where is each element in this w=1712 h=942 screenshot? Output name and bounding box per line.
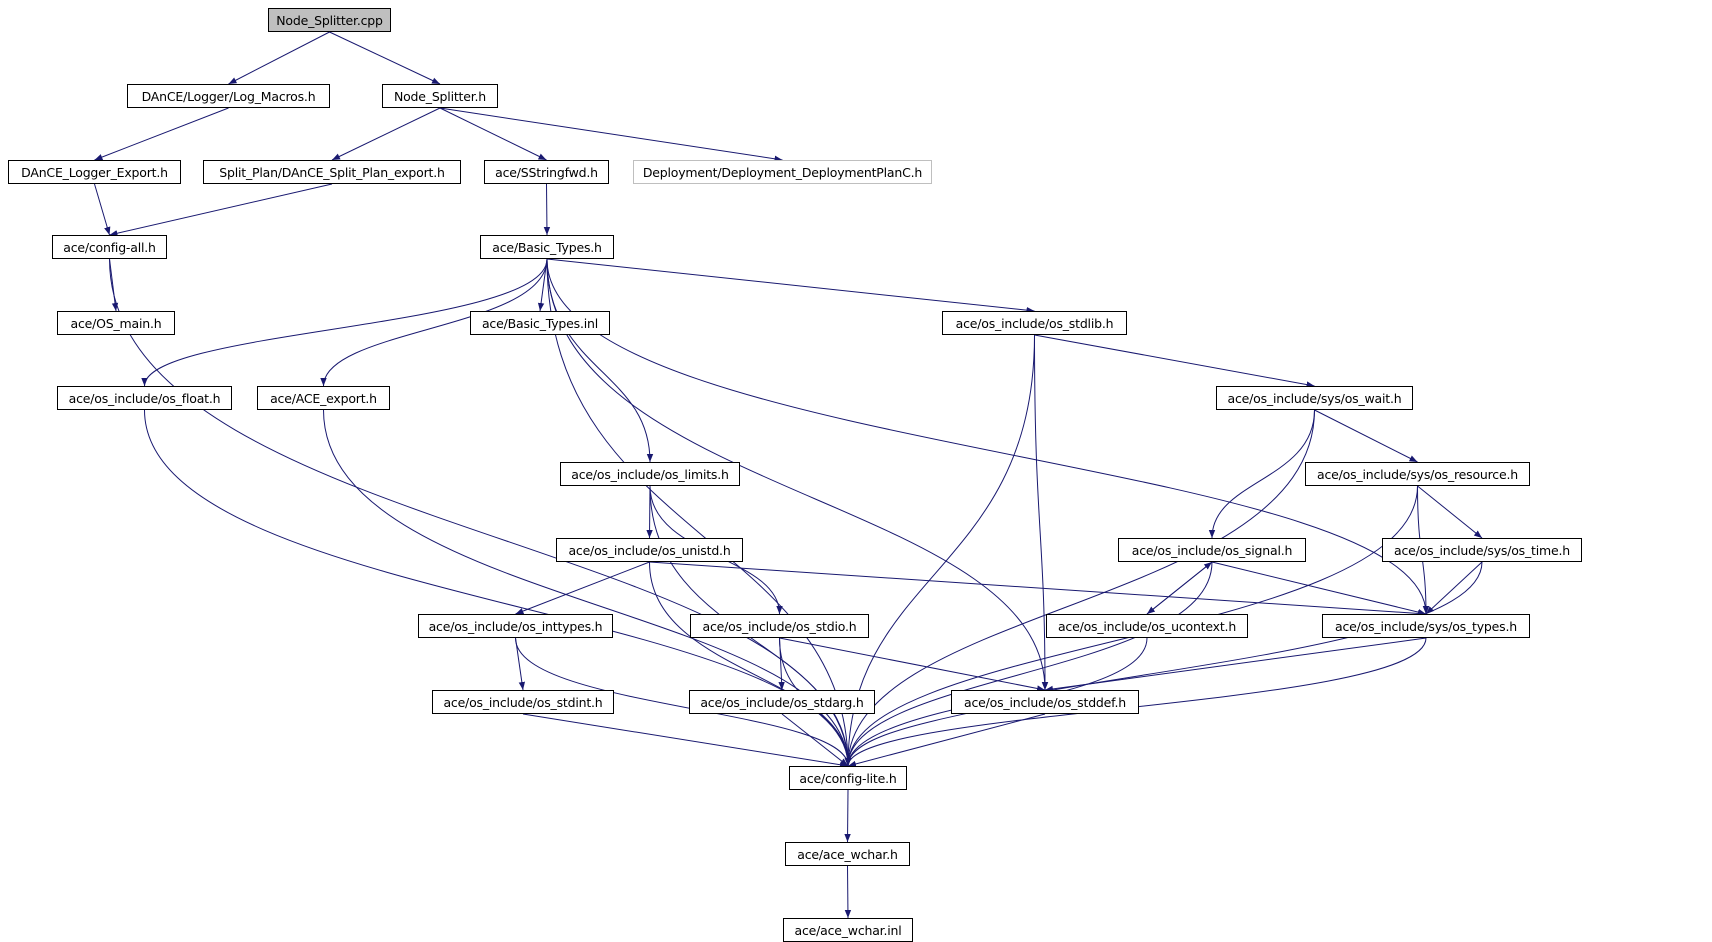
edge-basic_types_h-to-ace_export xyxy=(320,258,548,387)
edge-node_splitter_h-to-sstringfwd xyxy=(439,107,547,161)
edge-logger_export-to-config_all xyxy=(94,183,111,236)
edge-os_signal-to-os_types xyxy=(1211,561,1427,616)
node-os-inttypes-h[interactable]: ace/os_include/os_inttypes.h xyxy=(418,614,613,638)
node-os-wait-h[interactable]: ace/os_include/sys/os_wait.h xyxy=(1216,386,1413,410)
edge-os_stdlib-to-os_wait xyxy=(1034,334,1315,388)
edge-split_plan_export-to-config_all xyxy=(109,183,333,237)
node-os-stdarg-h[interactable]: ace/os_include/os_stdarg.h xyxy=(689,690,875,714)
edge-basic_types_h-to-os_stdlib xyxy=(546,258,1035,314)
edge-os_time-to-config_lite xyxy=(844,561,1483,767)
node-os-limits-h[interactable]: ace/os_include/os_limits.h xyxy=(560,462,740,486)
edge-node_splitter_h-to-split_plan_export xyxy=(331,107,441,161)
edge-os_unistd-to-os_types xyxy=(649,561,1427,617)
node-os-types-h[interactable]: ace/os_include/sys/os_types.h xyxy=(1322,614,1530,638)
edge-os_wait-to-os_resource xyxy=(1314,409,1418,463)
edge-config_lite-to-ace_wchar_h xyxy=(844,789,851,843)
edge-os_inttypes-to-os_stdint xyxy=(515,637,526,691)
node-deployment-plan-h[interactable]: Deployment/Deployment_DeploymentPlanC.h xyxy=(633,160,932,184)
node-os-stdint-h[interactable]: ace/os_include/os_stdint.h xyxy=(432,690,614,714)
edge-basic_types_h-to-config_lite xyxy=(546,258,852,767)
node-config-all-h[interactable]: ace/config-all.h xyxy=(52,235,167,259)
edge-ace_wchar_h-to-ace_wchar_inl xyxy=(844,865,852,919)
node-ace-export-h[interactable]: ace/ACE_export.h xyxy=(257,386,390,410)
edge-node_splitter_cpp-to-log_macros xyxy=(228,31,330,85)
edge-os_stdint-to-config_lite xyxy=(522,713,849,768)
edge-os_ucontext-to-os_signal xyxy=(1146,561,1213,615)
edge-os_inttypes-to-config_lite xyxy=(515,637,852,767)
node-dance-logger-export-h[interactable]: DAnCE_Logger_Export.h xyxy=(8,160,181,184)
node-basic-types-h[interactable]: ace/Basic_Types.h xyxy=(480,235,614,259)
edge-config_all-to-os_main xyxy=(109,258,119,312)
edge-node_splitter_h-to-deployment_plan xyxy=(439,107,783,162)
edge-node_splitter_cpp-to-node_splitter_h xyxy=(329,31,441,85)
node-os-time-h[interactable]: ace/os_include/sys/os_time.h xyxy=(1382,538,1582,562)
edge-os_resource-to-os_time xyxy=(1417,485,1483,539)
edge-os_time-to-os_types xyxy=(1425,561,1483,615)
edge-os_stdio-to-os_stddef xyxy=(779,637,1046,692)
edge-os_stdlib-to-os_stddef xyxy=(1034,334,1049,691)
node-node-splitter-h[interactable]: Node_Splitter.h xyxy=(382,84,498,108)
edge-os_stddef-to-config_lite xyxy=(847,713,1046,768)
edge-log_macros-to-logger_export xyxy=(94,107,229,161)
node-os-stdlib-h[interactable]: ace/os_include/os_stdlib.h xyxy=(942,311,1127,335)
node-os-ucontext-h[interactable]: ace/os_include/os_ucontext.h xyxy=(1046,614,1248,638)
node-ace-wchar-inl[interactable]: ace/ace_wchar.inl xyxy=(783,918,913,942)
edge-sstringfwd-to-basic_types_h xyxy=(543,183,551,236)
node-os-unistd-h[interactable]: ace/os_include/os_unistd.h xyxy=(556,538,743,562)
edge-os_wait-to-os_signal xyxy=(1208,409,1315,539)
node-node-splitter-cpp[interactable]: Node_Splitter.cpp xyxy=(268,8,391,32)
node-os-stdio-h[interactable]: ace/os_include/os_stdio.h xyxy=(690,614,869,638)
edge-os_stdarg-to-config_lite xyxy=(781,713,849,767)
edge-os_unistd-to-config_lite xyxy=(649,561,852,767)
node-ace-wchar-h[interactable]: ace/ace_wchar.h xyxy=(785,842,910,866)
edge-os_types-to-os_stddef xyxy=(1044,637,1427,693)
node-os-signal-h[interactable]: ace/os_include/os_signal.h xyxy=(1118,538,1306,562)
node-split-plan-export-h[interactable]: Split_Plan/DAnCE_Split_Plan_export.h xyxy=(203,160,461,184)
node-os-main-h[interactable]: ace/OS_main.h xyxy=(57,311,175,335)
node-sstringfwd-h[interactable]: ace/SStringfwd.h xyxy=(484,160,609,184)
node-os-resource-h[interactable]: ace/os_include/sys/os_resource.h xyxy=(1305,462,1530,486)
edge-basic_types_h-to-os_float xyxy=(141,258,548,387)
edge-os_unistd-to-os_inttypes xyxy=(515,561,650,615)
edge-basic_types_h-to-os_stddef xyxy=(546,258,1049,691)
node-config-lite-h[interactable]: ace/config-lite.h xyxy=(789,766,907,790)
edge-os_signal-to-config_lite xyxy=(844,561,1213,767)
node-basic-types-inl[interactable]: ace/Basic_Types.inl xyxy=(470,311,610,335)
node-os-stddef-h[interactable]: ace/os_include/os_stddef.h xyxy=(951,690,1139,714)
node-log-macros-h[interactable]: DAnCE/Logger/Log_Macros.h xyxy=(127,84,330,108)
node-os-float-h[interactable]: ace/os_include/os_float.h xyxy=(57,386,232,410)
edge-basic_types_h-to-os_limits xyxy=(546,258,654,463)
